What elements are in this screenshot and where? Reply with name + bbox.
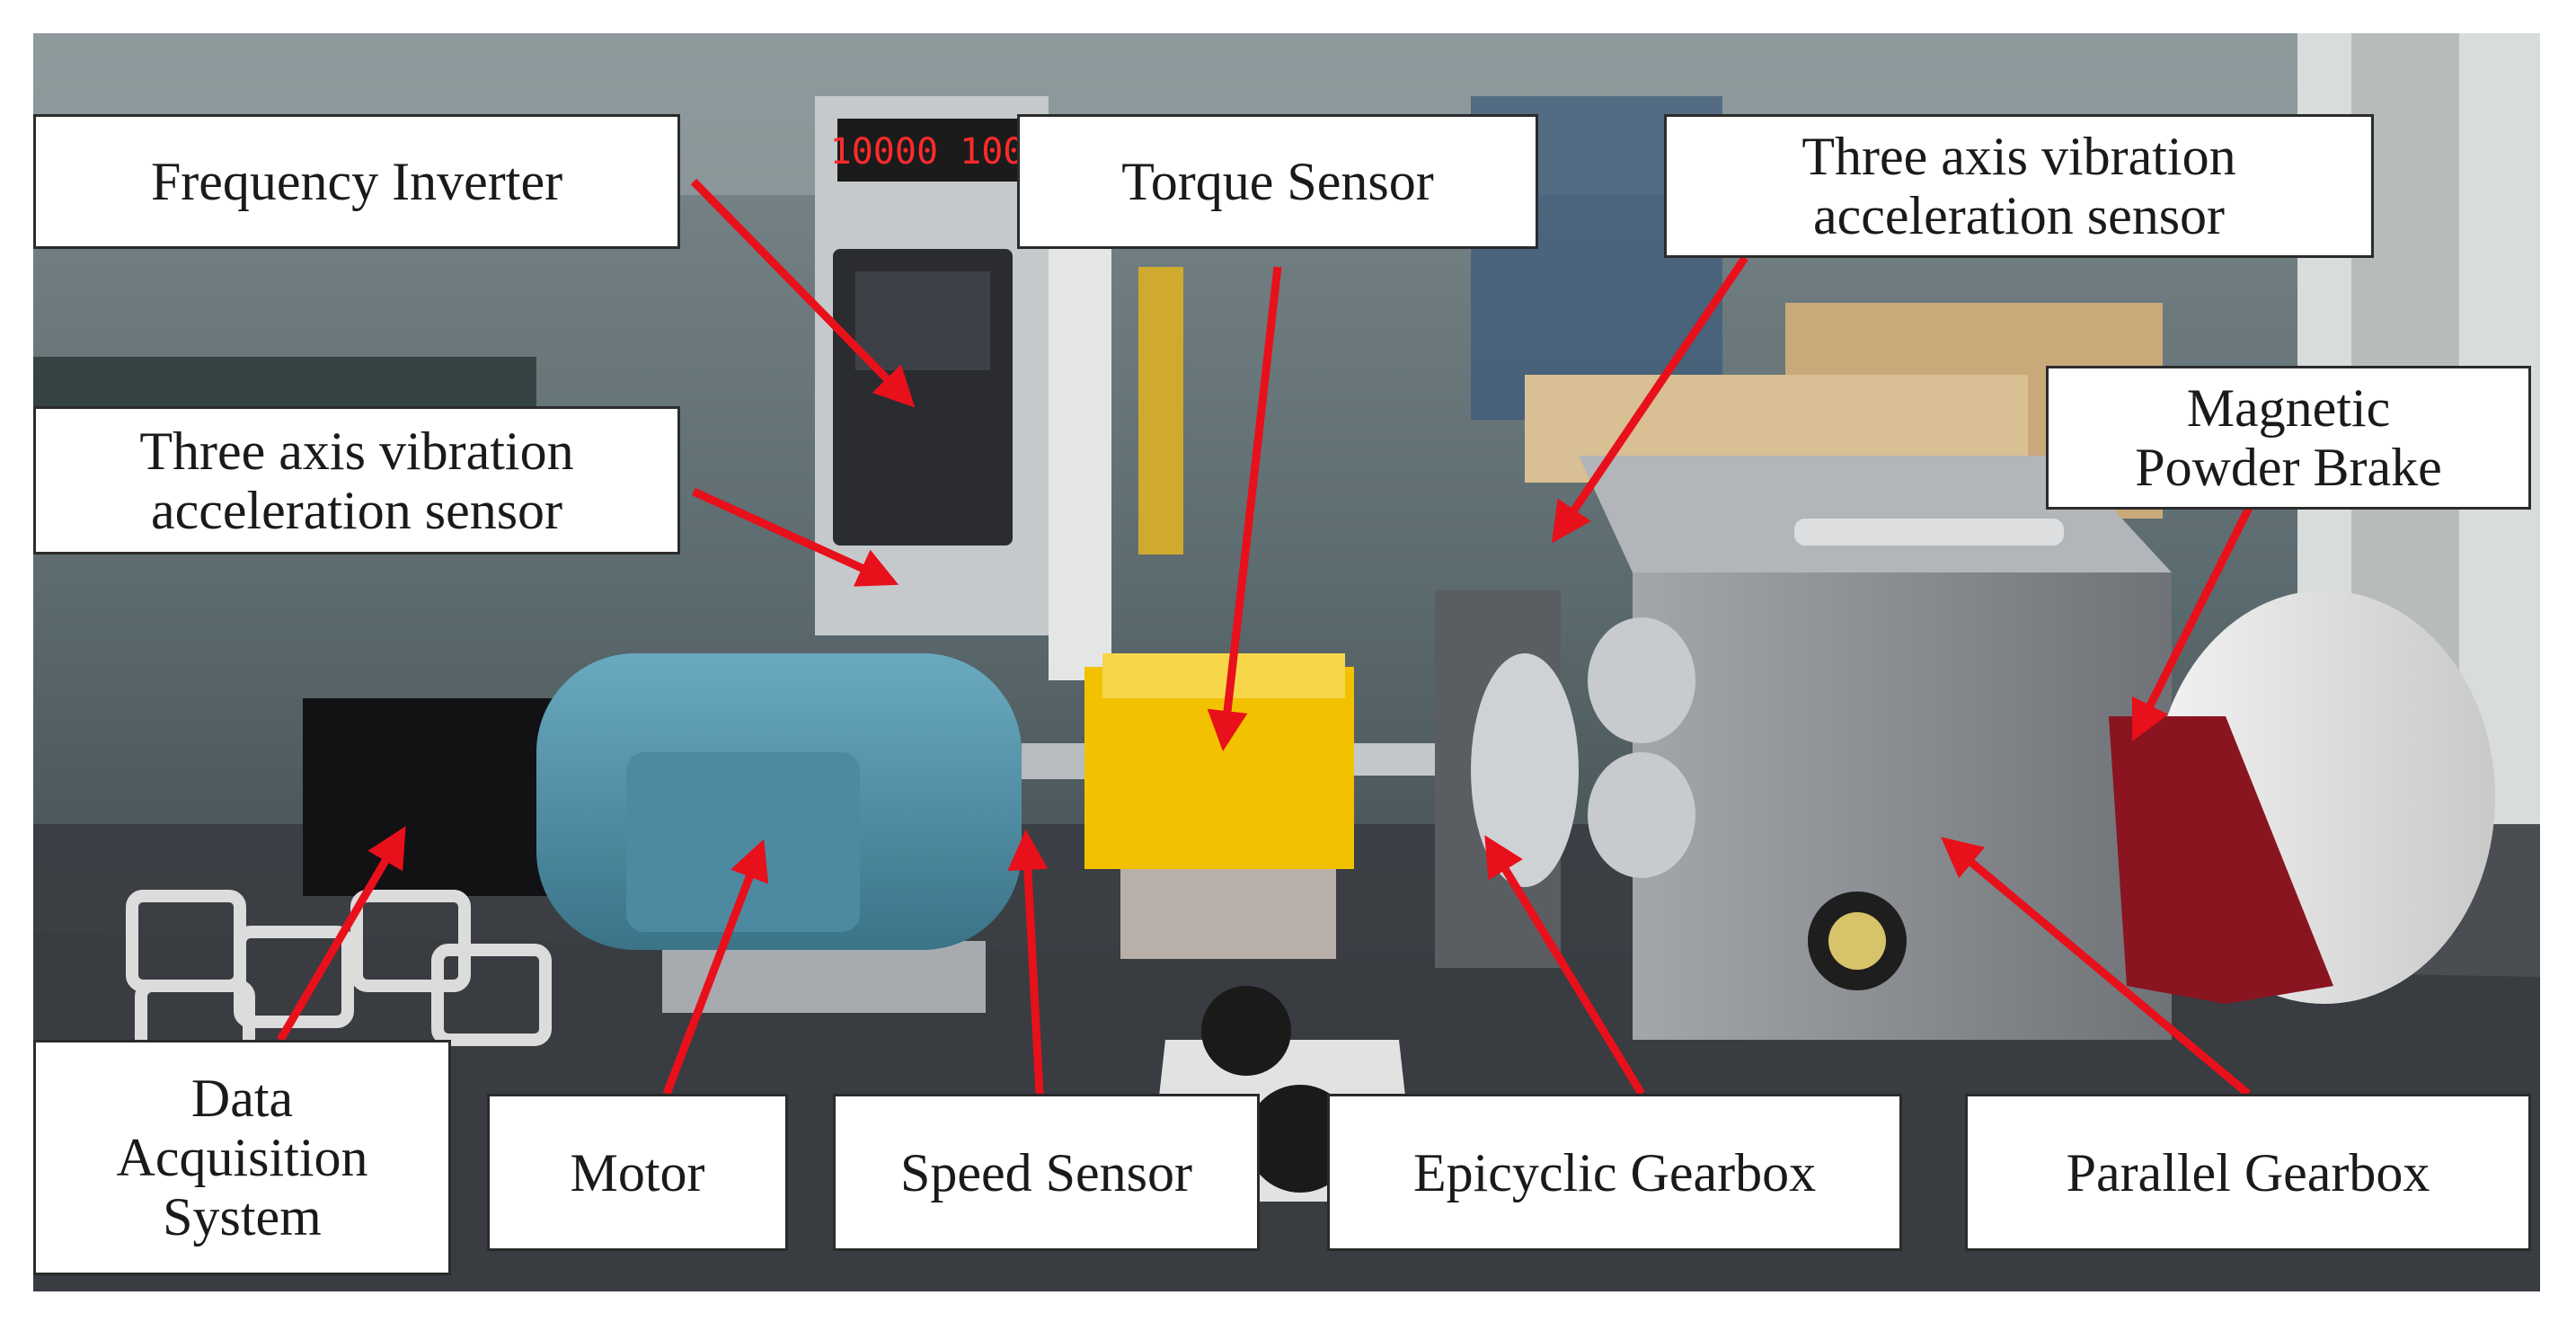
- label-motor: Motor: [487, 1094, 788, 1251]
- torque-sensor-base: [1120, 869, 1336, 959]
- epicyclic-gearbox-disc: [1471, 653, 1579, 887]
- gear-cover-lower: [1588, 752, 1695, 878]
- label-vibration-sensor-right: Three axis vibration acceleration sensor: [1664, 114, 2374, 258]
- torque-sensor-body: [1084, 667, 1354, 869]
- inverter-keypad: [855, 271, 990, 370]
- label-frequency-inverter: Frequency Inverter: [33, 114, 680, 249]
- motor-base: [662, 941, 986, 1013]
- label-magnetic-powder-brake: Magnetic Powder Brake: [2046, 366, 2531, 510]
- motor-terminal-box: [626, 752, 860, 932]
- gear-cover-upper: [1588, 617, 1695, 743]
- parallel-gearbox-sightglass-inner: [1828, 912, 1886, 970]
- label-data-acquisition-system: Data Acquisition System: [33, 1040, 451, 1275]
- inverter-vertical-post: [1049, 177, 1111, 680]
- led-display: [837, 119, 1017, 182]
- gear-small-1: [1201, 986, 1291, 1076]
- test-rig-photo: 10000 100: [33, 33, 2540, 1291]
- label-epicyclic-gearbox: Epicyclic Gearbox: [1327, 1094, 1902, 1251]
- led-display-readout: 10000 100: [830, 131, 1025, 173]
- torque-sensor-top: [1102, 653, 1345, 698]
- label-parallel-gearbox: Parallel Gearbox: [1965, 1094, 2531, 1251]
- label-speed-sensor: Speed Sensor: [833, 1094, 1260, 1251]
- parallel-gearbox-body: [1633, 572, 2172, 1040]
- background-yellow-stand: [1138, 267, 1183, 555]
- parallel-gearbox-handle: [1794, 519, 2064, 546]
- label-torque-sensor: Torque Sensor: [1017, 114, 1538, 249]
- label-vibration-sensor-left: Three axis vibration acceleration sensor: [33, 406, 680, 555]
